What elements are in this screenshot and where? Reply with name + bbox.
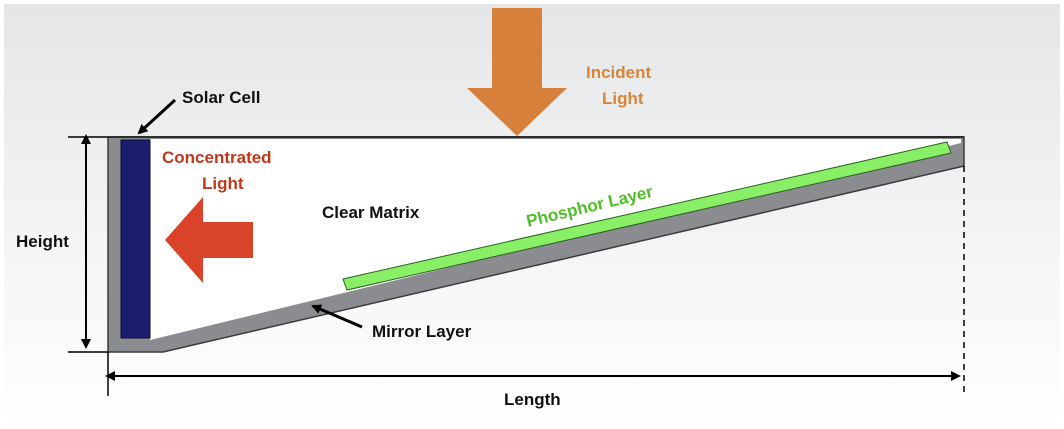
incident-light-label-line1: Incident <box>586 63 652 82</box>
concentrated-light-label-line1: Concentrated <box>162 148 272 167</box>
height-label: Height <box>16 232 69 251</box>
incident-light-label-line2: Light <box>602 89 644 108</box>
mirror-layer-label: Mirror Layer <box>372 322 472 341</box>
concentrated-light-label-line2: Light <box>202 174 244 193</box>
clear-matrix-label: Clear Matrix <box>322 203 420 222</box>
length-label: Length <box>504 390 561 409</box>
solar-cell <box>120 139 151 339</box>
incident-light-arrow <box>467 8 567 136</box>
mirror-layer-pointer <box>311 304 363 329</box>
phosphor-layer <box>342 141 952 291</box>
concentrated-light-arrow <box>165 197 253 283</box>
solar-cell-label: Solar Cell <box>182 88 260 107</box>
solar-cell-pointer <box>137 98 177 135</box>
